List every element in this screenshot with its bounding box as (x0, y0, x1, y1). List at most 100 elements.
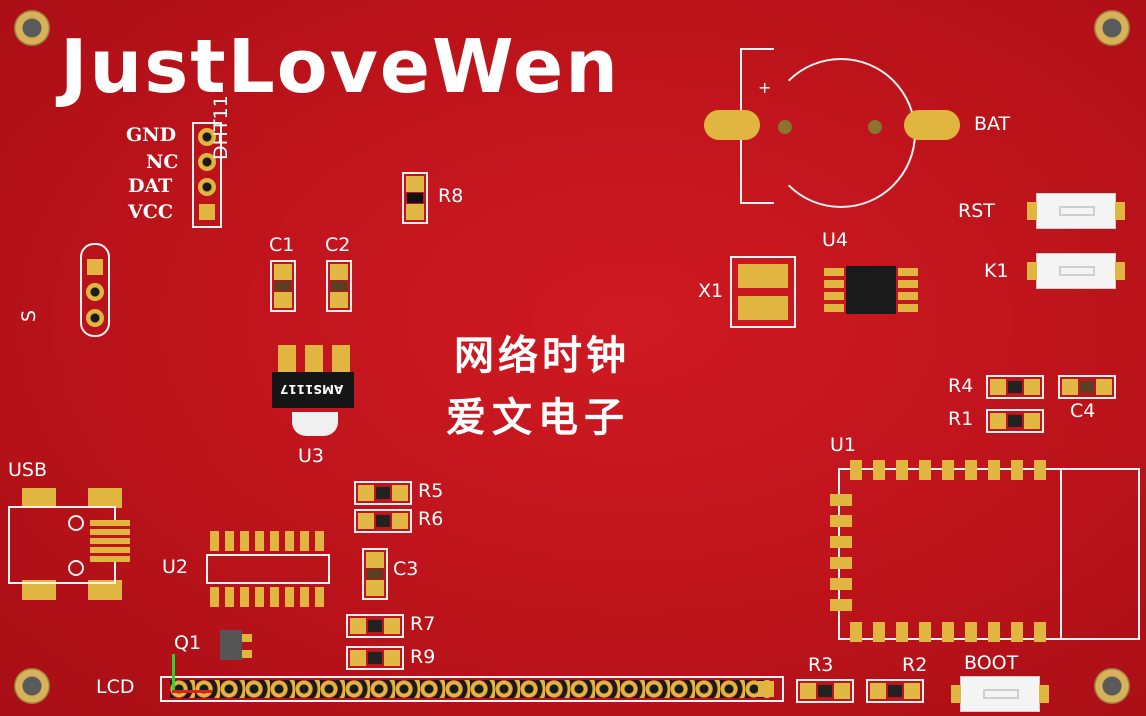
dht11-pin-label-nc: NC (146, 151, 179, 173)
r3-label: R3 (808, 654, 834, 676)
u4-pins-left (824, 268, 844, 314)
dht11-header (192, 122, 222, 228)
rst-label: RST (958, 200, 995, 222)
mounting-hole-bottom-left (14, 668, 50, 704)
boot-button[interactable] (951, 676, 1049, 712)
u2-pins-bottom (210, 587, 328, 607)
c2-capacitor (326, 260, 352, 312)
lcd-pin-square (758, 681, 774, 697)
dht11-pin-label-gnd: GND (126, 124, 177, 146)
battery-pad-left (704, 110, 760, 140)
dht11-pin (198, 128, 216, 146)
u3-pin-1 (278, 345, 296, 373)
origin-axis-x (172, 690, 212, 693)
c3-capacitor (362, 548, 388, 600)
chinese-title-line1: 网络时钟 (454, 332, 630, 379)
lcd-label: LCD (96, 676, 135, 698)
s-header (80, 243, 110, 337)
rst-button[interactable] (1027, 193, 1125, 229)
r8-resistor (402, 172, 428, 224)
s-pin-square (87, 259, 103, 275)
q1-pin (242, 650, 252, 658)
u1-label: U1 (830, 434, 856, 456)
u1-antenna-area (1060, 468, 1140, 640)
r1-resistor (986, 409, 1044, 433)
r4-label: R4 (948, 375, 974, 397)
r9-resistor (346, 646, 404, 670)
battery-plus-mark: + (758, 78, 772, 97)
r7-label: R7 (410, 613, 436, 635)
r2-label: R2 (902, 654, 928, 676)
dht11-pin-square (199, 204, 215, 220)
dht11-pin (198, 178, 216, 196)
r7-resistor (346, 614, 404, 638)
x1-crystal (730, 256, 796, 328)
s-label: S (18, 309, 40, 322)
mounting-hole-top-right (1094, 10, 1130, 46)
chinese-title-line2: 爱文电子 (446, 394, 630, 441)
usb-hole (68, 560, 84, 576)
usb-shell-pad (88, 580, 122, 600)
u3-chip-marking: AMS1117 (280, 382, 344, 396)
r4-resistor (986, 375, 1044, 399)
c1-capacitor (270, 260, 296, 312)
r6-label: R6 (418, 508, 444, 530)
u3-label: U3 (298, 445, 324, 467)
u1-pins-left (830, 494, 852, 616)
board-title: JustLoveWen (60, 24, 620, 110)
u2-pins-top (210, 531, 328, 551)
usb-hole (68, 515, 84, 531)
usb-shell-pad (88, 488, 122, 508)
lcd-header (160, 676, 784, 702)
u2-label: U2 (162, 556, 188, 578)
u4-pins-right (898, 268, 918, 314)
r1-label: R1 (948, 408, 974, 430)
dht11-ref-label: DHT11 (210, 95, 232, 160)
c3-label: C3 (393, 558, 419, 580)
battery-hole-minus (868, 120, 882, 134)
u1-pins-top (850, 460, 1046, 480)
q1-transistor (220, 630, 242, 660)
s-pin (86, 309, 104, 327)
usb-shell-pad (22, 488, 56, 508)
u1-pins-bottom (850, 622, 1046, 642)
c4-label: C4 (1070, 400, 1096, 422)
u3-pin-2 (305, 345, 323, 373)
x1-label: X1 (698, 280, 724, 302)
battery-holder (740, 48, 920, 208)
s-pin (86, 283, 104, 301)
r3-resistor (796, 679, 854, 703)
c4-capacitor (1058, 375, 1116, 399)
u2-chip (206, 554, 330, 584)
r8-label: R8 (438, 185, 464, 207)
q1-pin (242, 634, 252, 642)
r2-resistor (866, 679, 924, 703)
r5-resistor (354, 481, 412, 505)
mounting-hole-top-left (14, 10, 50, 46)
mounting-hole-bottom-right (1094, 668, 1130, 704)
r9-label: R9 (410, 646, 436, 668)
bat-label: BAT (974, 113, 1011, 135)
u3-pin-3 (332, 345, 350, 373)
u4-label: U4 (822, 229, 848, 251)
k1-button[interactable] (1027, 253, 1125, 289)
c2-label: C2 (325, 234, 351, 256)
battery-hole-plus (778, 120, 792, 134)
c1-label: C1 (269, 234, 295, 256)
k1-label: K1 (984, 260, 1009, 282)
q1-label: Q1 (174, 632, 202, 654)
r6-resistor (354, 509, 412, 533)
origin-axis-y (172, 654, 175, 692)
boot-label: BOOT (964, 652, 1019, 674)
battery-pad-right (904, 110, 960, 140)
u3-chip (272, 372, 354, 408)
u3-tab (292, 412, 338, 436)
dht11-pin-label-dat: DAT (128, 175, 173, 197)
lcd-pins (170, 680, 770, 698)
usb-shell-pad (22, 580, 56, 600)
dht11-pin (198, 153, 216, 171)
dht11-pin-label-vcc: VCC (128, 201, 173, 223)
u4-chip (846, 266, 896, 314)
usb-label: USB (8, 459, 48, 481)
